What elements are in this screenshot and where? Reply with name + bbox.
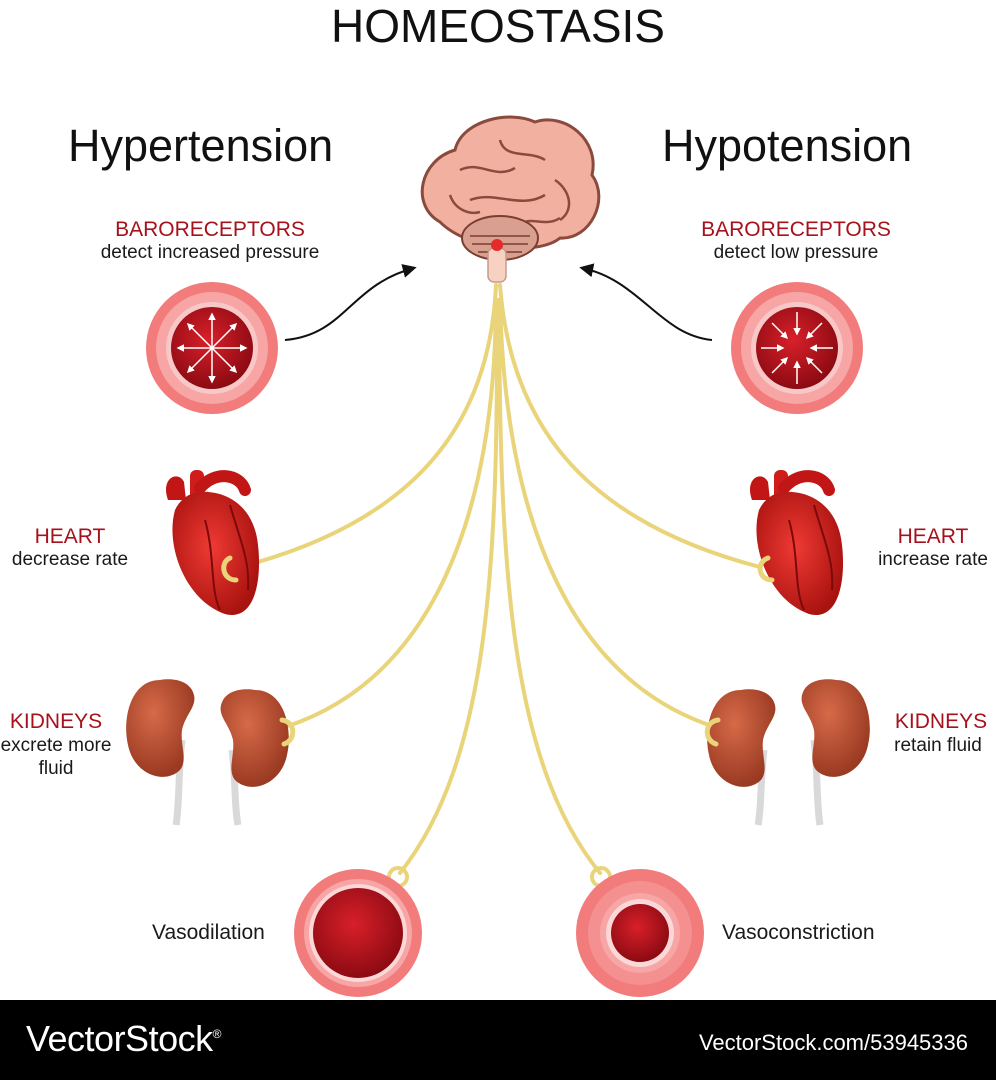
nerve-to-right-vessel [497, 298, 602, 875]
right-kidneys-icon [704, 679, 870, 826]
right-signal-arrow [579, 263, 713, 341]
nerve-to-left-vessel [398, 298, 500, 875]
right-heart-label: HEART [897, 525, 969, 548]
watermark-footer: VectorStock® VectorStock.com/53945336 [0, 1000, 996, 1080]
left-baroreceptors-desc: detect increased pressure [100, 242, 320, 263]
nerve-to-right-kidney [498, 298, 717, 729]
right-heart-icon [749, 470, 844, 615]
vectorstock-logo: VectorStock® [26, 1018, 221, 1059]
right-heart-desc: increase rate [878, 549, 988, 570]
stock-id-text: VectorStock.com/53945336 [698, 1030, 968, 1055]
hypotension-heading: Hypotension [662, 120, 913, 171]
nerve-to-left-kidney [283, 298, 498, 729]
right-baroreceptor-vessel-icon [731, 282, 863, 414]
left-kidneys-icon [126, 679, 296, 826]
left-baroreceptor-vessel-icon [146, 282, 278, 414]
diagram-title: HOMEOSTASIS [331, 0, 665, 52]
vasoconstriction-vessel-icon [576, 866, 704, 997]
medulla-point [491, 239, 503, 251]
right-kidneys-label: KIDNEYS [894, 710, 988, 733]
left-heart-icon [165, 470, 260, 615]
hypertension-heading: Hypertension [68, 120, 334, 171]
vasodilation-vessel-icon [294, 866, 422, 997]
nerve-to-right-heart [498, 283, 762, 569]
right-kidneys-desc: retain fluid [894, 735, 982, 756]
left-baroreceptors-label: BARORECEPTORS [115, 218, 305, 241]
brain-icon [420, 115, 601, 283]
left-kidneys-label: KIDNEYS [9, 710, 103, 733]
brainstem [487, 247, 507, 283]
right-baroreceptors-desc: detect low pressure [713, 242, 879, 263]
left-kidneys-desc-line2: fluid [38, 758, 74, 779]
right-baroreceptors-label: BARORECEPTORS [701, 218, 891, 241]
left-signal-arrow [284, 264, 417, 341]
nerve-pathways [238, 283, 762, 875]
left-kidneys-desc-line1: excrete more [0, 735, 112, 756]
left-heart-desc: decrease rate [11, 549, 129, 570]
homeostasis-diagram [126, 115, 870, 997]
left-heart-label: HEART [34, 525, 106, 548]
vasodilation-label: Vasodilation [152, 921, 265, 944]
nerve-to-left-heart [238, 283, 498, 569]
vasoconstriction-label: Vasoconstriction [722, 921, 875, 944]
